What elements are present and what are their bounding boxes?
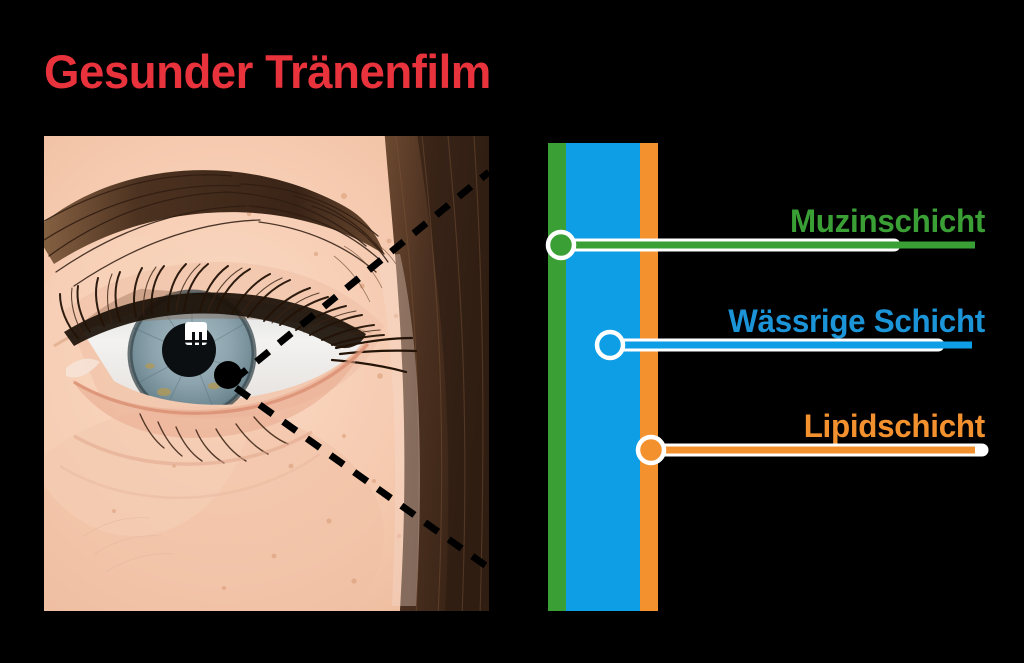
callout-mucin: Muzinschicht [540,203,985,265]
callout-lipid: Lipidschicht [632,408,989,470]
tear-film-layer-diagram [548,143,658,611]
callout-label-aqueous: Wässrige Schicht [728,303,985,339]
layer-band-mucin [548,143,566,611]
callout-aqueous: Wässrige Schicht [590,303,985,365]
callout-label-mucin: Muzinschicht [789,203,985,239]
layer-band-aqueous [566,143,640,611]
callout-leader-aqueous [594,329,972,361]
callout-leader-lipid [635,434,989,466]
callout-leader-mucin [545,229,975,261]
leader-line-lower [233,385,489,571]
layer-band-lipid [640,143,658,611]
black-dot-marker [214,361,242,389]
eye-photograph [44,136,489,611]
callout-marker-mucin [545,229,577,261]
callout-label-lipid: Lipidschicht [803,408,985,444]
callout-marker-lipid [635,434,667,466]
callout-marker-aqueous [594,329,626,361]
page-title: Gesunder Tränenfilm [44,45,491,98]
leader-line-upper [231,169,489,383]
eye-photo-illustration [44,136,489,611]
